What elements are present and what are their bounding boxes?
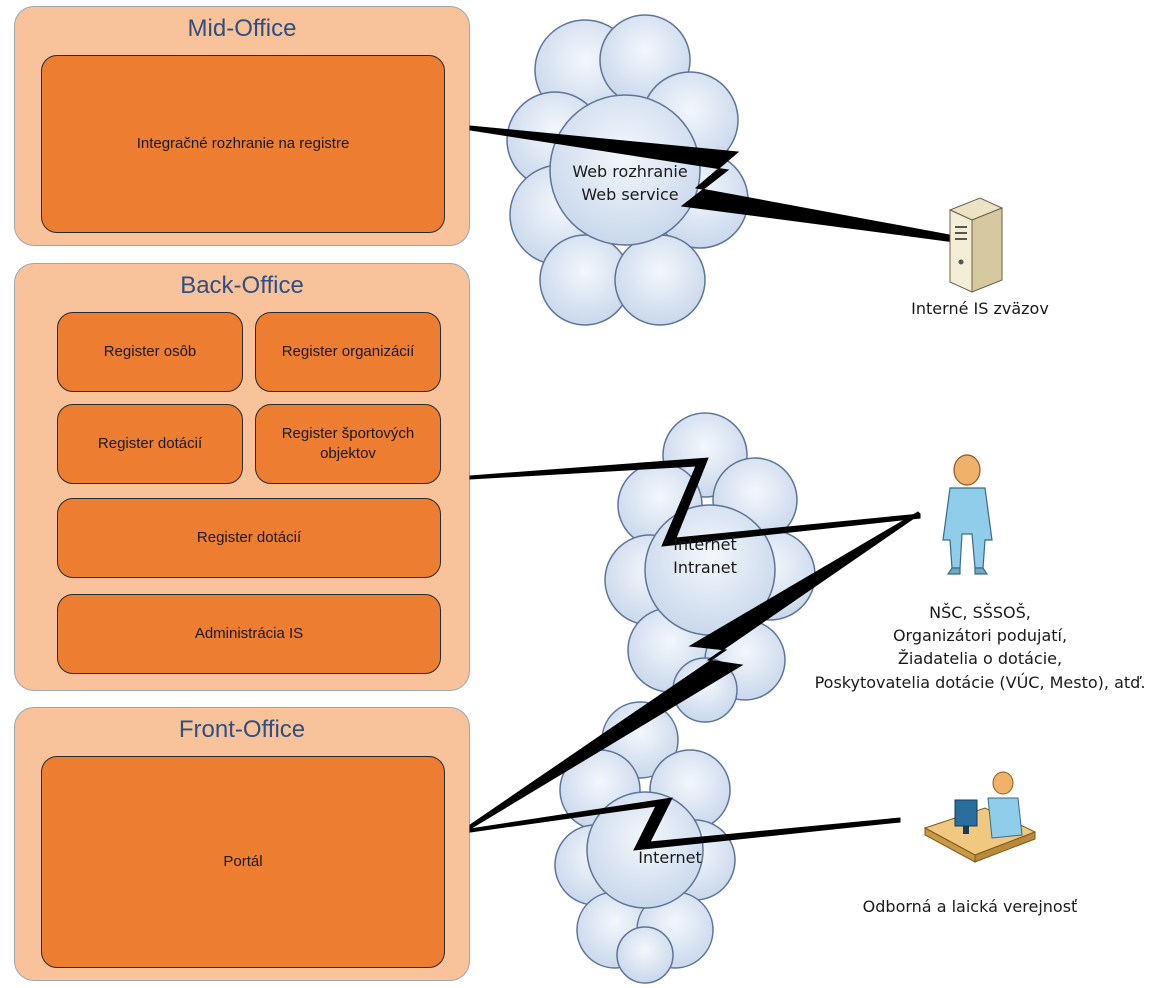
front-office-group: Front-Office Portál [14, 707, 470, 981]
cloud-internet-intranet-icon [604, 412, 816, 723]
cloud-internet-icon [554, 701, 736, 984]
cloud-web-label: Web rozhranie Web service [572, 162, 688, 205]
register-persons-box[interactable]: Register osôb [57, 312, 243, 392]
back-office-title: Back-Office [180, 272, 304, 299]
front-office-title: Front-Office [178, 716, 306, 743]
register-subsidies-wide-box[interactable]: Register dotácií [57, 498, 441, 578]
server-label: Interné IS zväzov [911, 299, 1049, 318]
cloud-web-icon [506, 14, 749, 326]
cloud-internet-label: Internet [638, 848, 702, 867]
integration-interface-box[interactable]: Integračné rozhranie na registre [41, 55, 445, 233]
users-label: NŠC, SŠSOŠ, Organizátori podujatí, Žiada… [814, 603, 1146, 692]
portal-box[interactable]: Portál [41, 756, 445, 968]
register-organizations-box[interactable]: Register organizácií [255, 312, 441, 392]
link-front-office-public [469, 797, 901, 851]
register-sports-objects-box[interactable]: Register športových objektov [255, 404, 441, 484]
link-users-front-office [469, 511, 921, 830]
public-label: Odborná a laická verejnosť [862, 897, 1078, 916]
link-back-office-users [469, 457, 921, 547]
cloud-internet-intranet-label: Internet Intranet [673, 535, 737, 578]
register-subsidies-small-box[interactable]: Register dotácií [57, 404, 243, 484]
server-icon [948, 197, 1004, 293]
desktop-worker-icon [923, 771, 1037, 863]
mid-office-group: Mid-Office Integračné rozhranie na regis… [14, 6, 470, 246]
administration-box[interactable]: Administrácia IS [57, 594, 441, 674]
back-office-group: Back-Office Register osôb Register organ… [14, 263, 470, 691]
mid-office-title: Mid-Office [187, 15, 297, 42]
person-icon [942, 454, 993, 575]
